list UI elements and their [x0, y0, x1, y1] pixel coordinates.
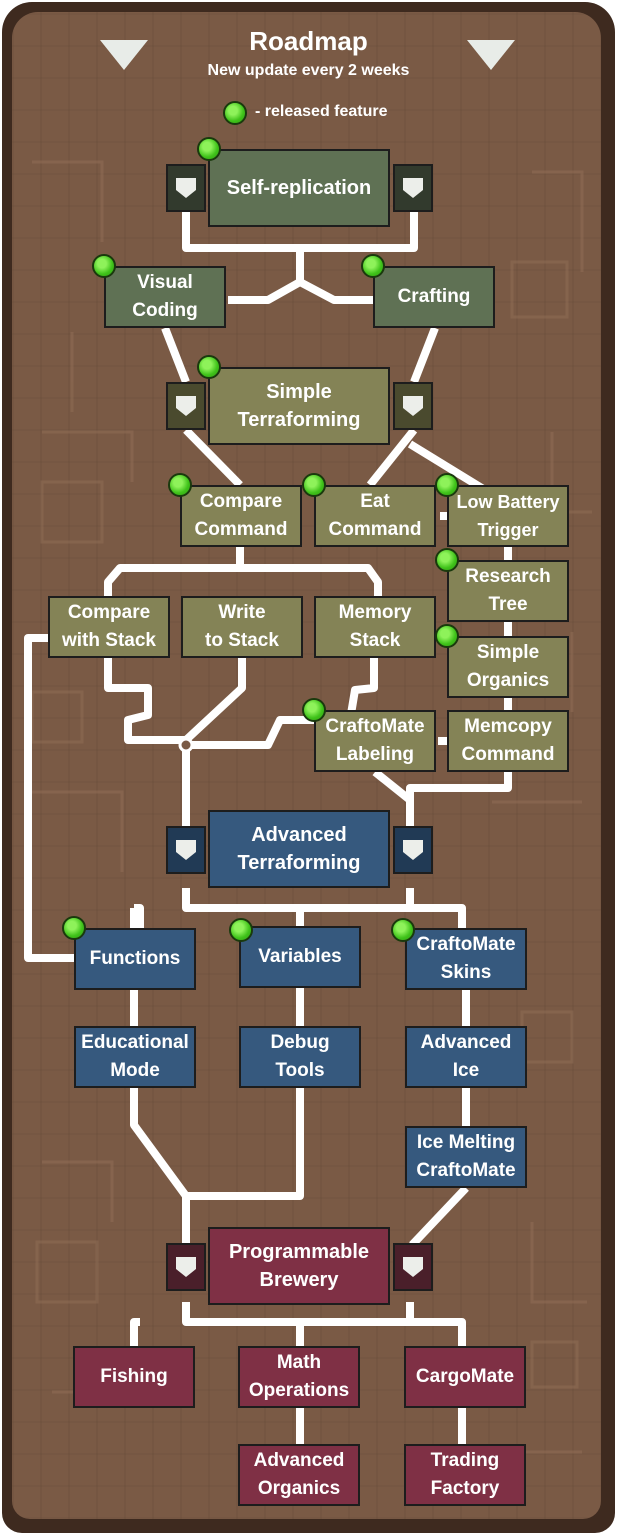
node-simple-organics[interactable]: Simple Organics [447, 636, 569, 698]
shield-icon [403, 840, 423, 860]
node-memory-stack[interactable]: Memory Stack [314, 596, 436, 658]
shield-icon [403, 178, 423, 198]
node-research-tree[interactable]: Research Tree [447, 560, 569, 622]
released-dot-icon [391, 918, 415, 942]
node-memcopy-command[interactable]: Memcopy Command [447, 710, 569, 772]
released-dot-icon [229, 918, 253, 942]
node-write-to-stack[interactable]: Write to Stack [181, 596, 303, 658]
node-compare-with-stack[interactable]: Compare with Stack [48, 596, 170, 658]
node-eat-command[interactable]: Eat Command [314, 485, 436, 547]
node-visual-coding[interactable]: Visual Coding [104, 266, 226, 328]
node-self-replication[interactable]: Self-replication [208, 149, 390, 227]
tier-marker-right [393, 164, 433, 212]
tier-marker-right [393, 382, 433, 430]
node-advanced-organics[interactable]: Advanced Organics [238, 1444, 360, 1506]
node-debug-tools[interactable]: Debug Tools [239, 1026, 361, 1088]
node-advanced-ice[interactable]: Advanced Ice [405, 1026, 527, 1088]
released-dot-icon [435, 548, 459, 572]
released-dot-icon [361, 254, 385, 278]
page-subtitle: New update every 2 weeks [207, 62, 410, 79]
node-crafting[interactable]: Crafting [373, 266, 495, 328]
tier-marker-right [393, 1243, 433, 1291]
node-craftomate-labeling[interactable]: CraftoMate Labeling [314, 710, 436, 772]
node-cargomate[interactable]: CargoMate [404, 1346, 526, 1408]
shield-icon [403, 1257, 423, 1277]
node-variables[interactable]: Variables [239, 926, 361, 988]
tier-marker-left [166, 1243, 206, 1291]
released-dot-icon [435, 624, 459, 648]
shield-icon [176, 396, 196, 416]
released-dot-icon [435, 473, 459, 497]
tier-marker-left [166, 826, 206, 874]
tier-marker-left [166, 164, 206, 212]
node-functions[interactable]: Functions [74, 928, 196, 990]
shield-icon [176, 178, 196, 198]
legend-label: - released feature [255, 103, 388, 120]
page-title: Roadmap [249, 26, 368, 56]
node-low-battery-trigger[interactable]: Low Battery Trigger [447, 485, 569, 547]
released-dot-icon [197, 137, 221, 161]
triangle-down-icon[interactable] [100, 40, 148, 70]
triangle-down-icon[interactable] [467, 40, 515, 70]
node-math-operations[interactable]: Math Operations [238, 1346, 360, 1408]
node-simple-terraforming[interactable]: Simple Terraforming [208, 367, 390, 445]
node-programmable-brewery[interactable]: Programmable Brewery [208, 1227, 390, 1305]
tier-marker-right [393, 826, 433, 874]
legend-dot-icon [223, 101, 247, 125]
released-dot-icon [62, 916, 86, 940]
released-dot-icon [168, 473, 192, 497]
node-trading-factory[interactable]: Trading Factory [404, 1444, 526, 1506]
shield-icon [176, 1257, 196, 1277]
node-craftomate-skins[interactable]: CraftoMate Skins [405, 928, 527, 990]
released-dot-icon [92, 254, 116, 278]
released-dot-icon [302, 698, 326, 722]
node-educational-mode[interactable]: Educational Mode [74, 1026, 196, 1088]
released-dot-icon [197, 355, 221, 379]
node-ice-melting-craftomate[interactable]: Ice Melting CraftoMate [405, 1126, 527, 1188]
node-advanced-terraforming[interactable]: Advanced Terraforming [208, 810, 390, 888]
node-fishing[interactable]: Fishing [73, 1346, 195, 1408]
node-compare-command[interactable]: Compare Command [180, 485, 302, 547]
shield-icon [403, 396, 423, 416]
shield-icon [176, 840, 196, 860]
tier-marker-left [166, 382, 206, 430]
released-dot-icon [302, 473, 326, 497]
